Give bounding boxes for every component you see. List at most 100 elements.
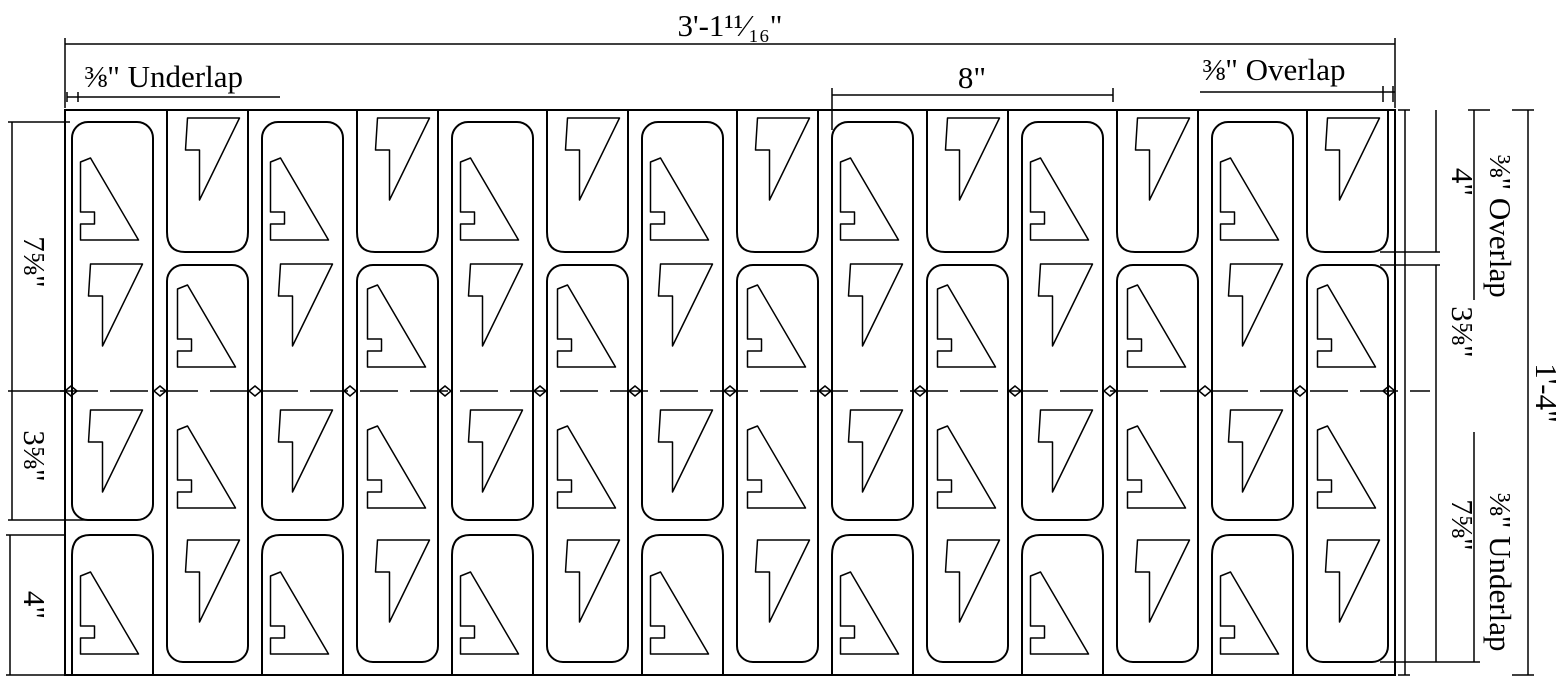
tall-panel	[546, 264, 629, 663]
underlap-top-label: ⅜" Underlap	[84, 59, 243, 94]
right-triangle-tab-icon	[556, 284, 617, 368]
tall-panel	[926, 264, 1009, 663]
top-panel	[1116, 110, 1199, 253]
inverted-triangle-tab-icon	[1324, 539, 1381, 623]
bottom-panel	[1021, 534, 1104, 675]
tall-panel	[1021, 121, 1104, 521]
tall-panel	[451, 121, 534, 521]
inverted-triangle-tab-icon	[1134, 539, 1191, 623]
diamond-marker-icon	[532, 385, 548, 397]
bottom-panel	[261, 534, 344, 675]
right-triangle-tab-icon	[1219, 571, 1280, 655]
right-triangle-tab-icon	[556, 425, 617, 509]
inverted-triangle-tab-icon	[184, 539, 241, 623]
overall-width-dimension: 3'-1¹¹⁄₁₆"	[64, 8, 1396, 108]
top-panel	[166, 110, 249, 253]
overlap-dimension-top: ⅜" Overlap	[1200, 52, 1395, 102]
diamond-marker-icon	[1102, 385, 1118, 397]
tall-panel	[1211, 121, 1294, 521]
inverted-triangle-tab-icon	[657, 409, 714, 493]
inverted-triangle-tab-icon	[1227, 409, 1284, 493]
right-triangle-tab-icon	[366, 425, 427, 509]
inverted-triangle-tab-icon	[754, 117, 811, 201]
right-triangle-tab-icon	[79, 157, 140, 241]
overall-width-label: 3'-1¹¹⁄₁₆"	[678, 8, 783, 43]
right-triangle-tab-icon	[746, 425, 807, 509]
right-triangle-tab-icon	[1316, 425, 1377, 509]
right-dimensions: 4" 3⅝" 7⅝" ⅜" Overlap ⅜" Underlap 1'-4"	[1380, 109, 1564, 676]
tall-panel	[736, 264, 819, 663]
tall-panel	[1116, 264, 1199, 663]
diamond-marker-icon	[152, 385, 168, 397]
inverted-triangle-tab-icon	[847, 263, 904, 347]
inverted-triangle-tab-icon	[944, 117, 1001, 201]
tall-panel	[166, 264, 249, 663]
inverted-triangle-tab-icon	[754, 539, 811, 623]
inverted-triangle-tab-icon	[467, 409, 524, 493]
inverted-triangle-tab-icon	[184, 117, 241, 201]
tall-panel	[641, 121, 724, 521]
right-triangle-tab-icon	[936, 425, 997, 509]
inverted-triangle-tab-icon	[1324, 117, 1381, 201]
right-triangle-tab-icon	[459, 157, 520, 241]
right-triangle-tab-icon	[839, 571, 900, 655]
right-triangle-tab-icon	[839, 157, 900, 241]
inverted-triangle-tab-icon	[564, 117, 621, 201]
bottom-panel	[641, 534, 724, 675]
pitch-label: 8"	[958, 60, 986, 95]
inverted-triangle-tab-icon	[1227, 263, 1284, 347]
right-triangle-tab-icon	[459, 571, 520, 655]
tall-panel	[831, 121, 914, 521]
diamond-marker-icon	[817, 385, 833, 397]
right-triangle-tab-icon	[366, 284, 427, 368]
top-panel	[546, 110, 629, 253]
inverted-triangle-tab-icon	[374, 539, 431, 623]
right-triangle-tab-icon	[746, 284, 807, 368]
right-triangle-tab-icon	[176, 284, 237, 368]
diamond-marker-icon	[1197, 385, 1213, 397]
diamond-marker-icon	[1007, 385, 1023, 397]
left-dimensions: 7⅝" 3⅝" 4"	[6, 121, 90, 676]
right-triangle-tab-icon	[1316, 284, 1377, 368]
diamond-marker-icon	[627, 385, 643, 397]
diamond-marker-icon	[912, 385, 928, 397]
right-mid-upper-label: 3⅝"	[1445, 306, 1480, 357]
left-top-label: 7⅝"	[17, 236, 52, 287]
diamond-marker-icon	[63, 385, 79, 397]
right-triangle-tab-icon	[1029, 157, 1090, 241]
top-panel	[1306, 110, 1389, 253]
left-mid-label: 3⅝"	[17, 430, 52, 481]
inverted-triangle-tab-icon	[277, 409, 334, 493]
inverted-triangle-tab-icon	[277, 263, 334, 347]
overall-height-label: 1'-4"	[1529, 363, 1564, 423]
diamond-marker-icon	[1292, 385, 1308, 397]
inverted-triangle-tab-icon	[1134, 117, 1191, 201]
cell-panels	[71, 110, 1389, 675]
diamond-marker-icon	[722, 385, 738, 397]
top-panel	[926, 110, 1009, 253]
inverted-triangle-tab-icon	[87, 409, 144, 493]
right-underlap-label: ⅜" Underlap	[1483, 493, 1518, 652]
left-bottom-label: 4"	[17, 591, 52, 619]
tall-panel	[71, 121, 154, 521]
right-triangle-tab-icon	[1126, 284, 1187, 368]
inverted-triangle-tab-icon	[1037, 409, 1094, 493]
pitch-dimension: 8"	[831, 60, 1114, 130]
bottom-panel	[1211, 534, 1294, 675]
diamond-marker-icon	[1381, 385, 1397, 397]
sheet-outline	[64, 109, 1396, 676]
diamond-marker-icon	[437, 385, 453, 397]
underlap-dimension-top: ⅜" Underlap	[66, 59, 280, 102]
right-triangle-tab-icon	[1126, 425, 1187, 509]
right-triangle-tab-icon	[649, 571, 710, 655]
inverted-triangle-tab-icon	[564, 539, 621, 623]
right-triangle-tab-icon	[936, 284, 997, 368]
tall-panel	[261, 121, 344, 521]
bottom-panel	[451, 534, 534, 675]
bottom-panel	[71, 534, 154, 675]
right-triangle-tab-icon	[79, 571, 140, 655]
right-triangle-tab-icon	[649, 157, 710, 241]
inverted-triangle-tab-icon	[87, 263, 144, 347]
inverted-triangle-tab-icon	[467, 263, 524, 347]
